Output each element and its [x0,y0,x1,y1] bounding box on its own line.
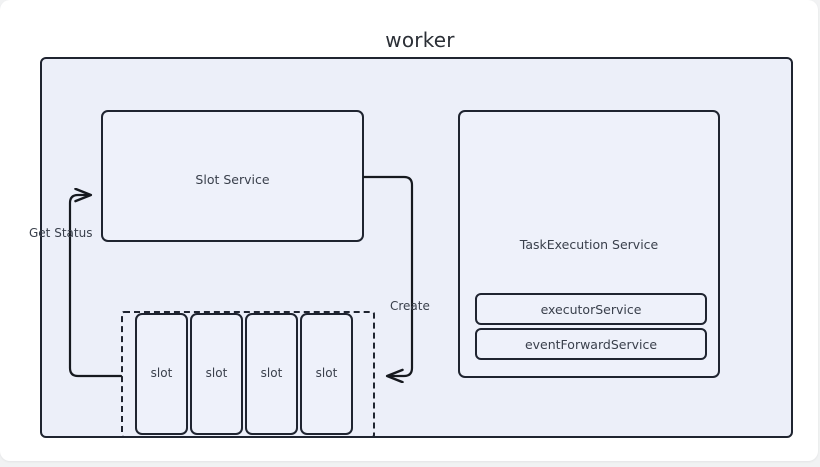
slot-label: slot [150,366,173,380]
slot-box-2[interactable]: slot [245,313,298,435]
task-execution-service-label: TaskExecution Service [519,237,659,252]
edge-label-get-status: Get Status [29,226,93,240]
slot-service-box[interactable]: Slot Service [101,110,364,242]
edge-label-create: Create [390,299,430,313]
slot-label: slot [205,366,228,380]
slot-label: slot [315,366,338,380]
slot-service-label: Slot Service [195,172,270,187]
slot-box-0[interactable]: slot [135,313,188,435]
slot-box-3[interactable]: slot [300,313,353,435]
slot-label: slot [260,366,283,380]
executor-service-box[interactable]: executorService [475,293,707,325]
task-execution-service-box[interactable]: TaskExecution Service executorService ev… [458,110,720,378]
slot-box-1[interactable]: slot [190,313,243,435]
page-title: worker [385,28,455,52]
event-forward-service-box[interactable]: eventForwardService [475,328,707,360]
